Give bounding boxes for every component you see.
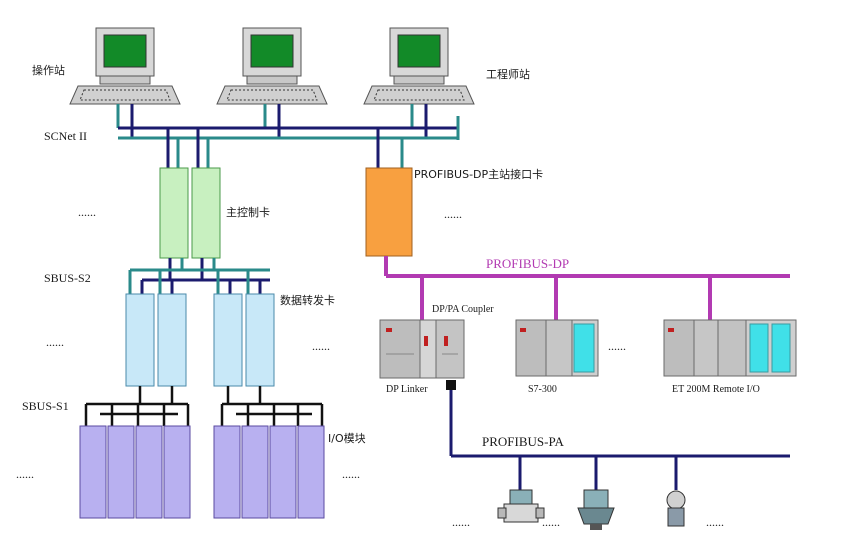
ellipsis-io-right: ...... bbox=[342, 467, 360, 481]
screen-icon bbox=[397, 34, 441, 68]
main-controller-label: 主控制卡 bbox=[226, 205, 270, 219]
screen-icon bbox=[250, 34, 294, 68]
main-controller-cards bbox=[159, 167, 221, 259]
profibus-pa-bus bbox=[449, 390, 790, 490]
pressure-transmitter-icon bbox=[666, 490, 686, 527]
ellipsis-dp-devices: ...... bbox=[608, 339, 626, 353]
profibus-dp-master-card bbox=[365, 167, 413, 257]
workstation-left bbox=[69, 27, 181, 105]
dp-linker-label: DP Linker bbox=[386, 384, 428, 395]
ellipsis-forward-right: ...... bbox=[312, 339, 330, 353]
io-modules bbox=[79, 425, 325, 519]
engineer-station-label: 工程师站 bbox=[486, 67, 530, 81]
sbus-s1-bus bbox=[84, 386, 324, 426]
ellipsis-io-left: ...... bbox=[16, 467, 34, 481]
screen-icon bbox=[103, 34, 147, 68]
io-module-label: I/O模块 bbox=[328, 432, 366, 445]
profibus-dp-label: PROFIBUS-DP bbox=[486, 256, 569, 271]
et200m-label: ET 200M Remote I/O bbox=[672, 384, 760, 395]
et200m-device bbox=[663, 319, 797, 377]
sbus-s2-bus bbox=[128, 258, 270, 294]
valve-positioner-icon bbox=[577, 489, 615, 530]
ellipsis-master: ...... bbox=[444, 207, 462, 221]
ellipsis-pa-right: ...... bbox=[706, 515, 724, 529]
ellipsis-pa-mid: ...... bbox=[542, 515, 560, 529]
ellipsis-forward-left: ...... bbox=[46, 335, 64, 349]
ellipsis-controllers: ...... bbox=[78, 205, 96, 219]
connector-icon bbox=[446, 380, 456, 390]
scnet-label: SCNet II bbox=[44, 129, 87, 143]
scnet-bus bbox=[116, 104, 460, 168]
workstation-right bbox=[363, 27, 475, 105]
data-forward-cards bbox=[125, 293, 275, 387]
dp-linker-device bbox=[379, 319, 465, 390]
dp-pa-coupler-label: DP/PA Coupler bbox=[432, 304, 494, 315]
workstation-middle bbox=[216, 27, 328, 105]
s7-300-device bbox=[515, 319, 599, 377]
ellipsis-pa-left: ...... bbox=[452, 515, 470, 529]
profibus-dp-master-label: PROFIBUS-DP主站接口卡 bbox=[414, 167, 543, 181]
data-forward-card-label: 数据转发卡 bbox=[280, 293, 335, 307]
profibus-dp-bus bbox=[384, 256, 790, 322]
sbus-s2-label: SBUS-S2 bbox=[44, 271, 91, 285]
s7-300-label: S7-300 bbox=[528, 384, 557, 395]
operator-station-label: 操作站 bbox=[32, 63, 65, 77]
sbus-s1-label: SBUS-S1 bbox=[22, 399, 69, 413]
profibus-pa-label: PROFIBUS-PA bbox=[482, 434, 565, 449]
flowmeter-icon bbox=[497, 489, 545, 523]
